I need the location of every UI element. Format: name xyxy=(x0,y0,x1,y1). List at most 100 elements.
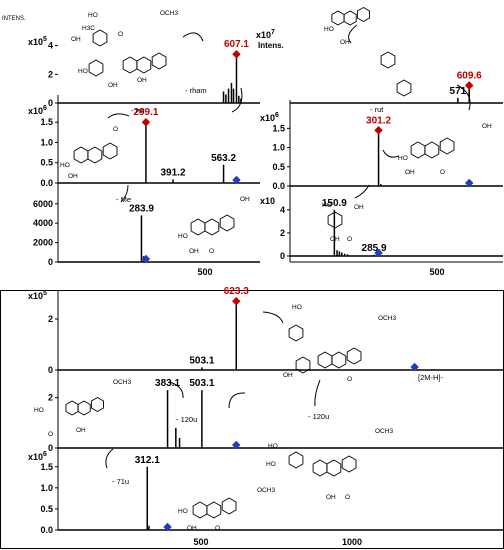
ms_B2-y-tick-label: 1.0 xyxy=(272,143,285,153)
ms_A2-y-tick-label: 0.5 xyxy=(40,158,53,168)
structure-a3-label-0: HO xyxy=(178,233,188,240)
ms_A3-y-tick-label: 6000 xyxy=(33,199,53,209)
ms_B2-peak-label-301.2: 301.2 xyxy=(366,115,391,126)
structure-a3-label-3: O xyxy=(209,248,214,255)
arrow-13 xyxy=(105,448,114,469)
structure-a3-label-1: OH xyxy=(189,248,199,255)
ms_A2-annotation-0: - rut xyxy=(131,106,145,115)
structure-c2-label-2: OCH3 xyxy=(113,379,131,386)
structure-c1-sugar-1 xyxy=(288,324,304,342)
arrow-5 xyxy=(348,24,358,44)
structure-a2-ring-a xyxy=(73,146,89,164)
arrow-3 xyxy=(107,113,130,119)
ms_A2-y-tick-label: 1.5 xyxy=(40,117,53,127)
structure-a1-label-6: OH xyxy=(108,82,118,89)
ms_A1-exponent-label: x105 xyxy=(28,36,47,47)
ms_C3-exponent-label: x106 xyxy=(28,451,47,462)
structure-c3 xyxy=(312,455,357,477)
structure-a3-label-2: OH xyxy=(240,196,250,203)
structure-a3-ring-b xyxy=(219,214,235,232)
structure-a1 xyxy=(122,52,167,74)
structure-b2-label-0: HO xyxy=(398,155,408,162)
structure-c1-sugar-2 xyxy=(295,356,311,374)
structure-a1-label-3: OCH3 xyxy=(160,10,178,17)
structure-c1-label-3: O xyxy=(347,376,352,383)
ms_C3-y-tick-label: 0.5 xyxy=(40,504,53,514)
structure-a3-ring-c xyxy=(204,218,220,236)
structure-c3-sugar-1 xyxy=(288,451,304,469)
ms_B2-y-tick-label: 1.5 xyxy=(272,123,285,133)
structure-c4-ring-a xyxy=(192,501,208,519)
structure-c4-ring-b xyxy=(221,497,237,515)
arrow-2 xyxy=(231,87,243,113)
structure-b2-ring-c xyxy=(424,141,440,159)
ms_A2-y-tick-label: 0.0 xyxy=(40,178,53,188)
ms_A1-precursor-marker-red xyxy=(232,49,241,59)
ms_B3-y-tick-label: 4 xyxy=(280,205,285,215)
chemical-structures: HOH3COHOCH3OHOOHOHHOOHOHOOHOHOHOOHHOOHOH… xyxy=(34,6,492,532)
structure-b1-ring-a xyxy=(331,10,345,26)
bottom-panel-frame xyxy=(0,290,504,549)
ms_B3-peak-label-150.9: 150.9 xyxy=(322,198,347,209)
structure-a1-ring-c xyxy=(136,56,152,74)
structure-c2 xyxy=(65,396,104,416)
arrow-6 xyxy=(456,84,471,111)
arrow-11 xyxy=(169,381,184,399)
ms_C2-peak-label-503.1: 503.1 xyxy=(189,378,214,389)
structure-a1-label-5: HO xyxy=(78,68,88,75)
structure-c2-ring-b xyxy=(90,396,104,413)
ms_C3-y-tick-label: 1.0 xyxy=(40,483,53,493)
structure-a2-label-1: OH xyxy=(68,173,78,180)
ms_B1-peak-label-571: 571 xyxy=(450,86,467,97)
structure-c3-label-3: OH xyxy=(326,494,336,501)
ms_A1-y-tick-label: 2 xyxy=(48,69,53,79)
ms_A3-y-tick-label: 2000 xyxy=(33,238,53,248)
structure-b1-label-0: HO xyxy=(324,26,334,33)
ms_B3-precursor-marker-blue xyxy=(374,248,383,258)
ms_C2-annotation-0: - 120u xyxy=(176,415,197,424)
structure-b1 xyxy=(331,6,370,26)
x-tick-bottom-1000: 1000 xyxy=(342,537,362,547)
structure-c1-label-2: OCH3 xyxy=(378,315,396,322)
ms_B3-exponent-label: x10 xyxy=(260,196,275,206)
ms_B2-annotation-0: - rut xyxy=(370,105,384,114)
ms_A2-precursor-marker-blue xyxy=(232,175,241,185)
ms_C2-y-tick-label: 2 xyxy=(48,393,53,403)
structure-b2 xyxy=(410,137,455,159)
ms_C2-peak-label-383.1: 383.1 xyxy=(155,378,180,389)
ms_A1-y-tick-label: 0 xyxy=(48,98,53,108)
ms_A1-y-tick-label: 4 xyxy=(48,41,53,51)
ms_C1-peak-label-503.1: 503.1 xyxy=(189,355,214,366)
structure-c2-label-1: OH xyxy=(76,427,86,434)
ms_A3-peak-label-283.9: 283.9 xyxy=(129,203,154,214)
structure-c1 xyxy=(317,347,362,369)
ms_C1-peak-label-623.3: 623.3 xyxy=(224,286,249,297)
structure-b1-label-1: OH xyxy=(340,39,350,46)
ms_B2-y-tick-label: 0.5 xyxy=(272,162,285,172)
ms_B1-precursor-marker-red xyxy=(464,81,474,90)
ms_B3-y-tick-label: 0 xyxy=(280,251,285,261)
structure-c4-label-3: O xyxy=(215,525,220,532)
ms_C3-peak-label-312.1: 312.1 xyxy=(135,455,160,466)
fragmentation-arrows xyxy=(105,24,471,469)
structure-b1-ring-b xyxy=(356,6,370,23)
structure-c3-ring-b xyxy=(341,455,357,473)
ms_A2-y-tick-label: 1.0 xyxy=(40,137,53,147)
structure-a2-ring-b xyxy=(102,142,118,160)
structure-a1-label-4: O xyxy=(118,31,123,38)
structure-c3-ring-a xyxy=(312,459,328,477)
structure-b2-label-1: OH xyxy=(405,169,415,176)
structure-a1-label-7: OH xyxy=(137,77,147,84)
structure-a1-label-2: OH xyxy=(71,36,81,43)
structure-a3 xyxy=(190,214,235,236)
structure-c1-label-0: HO xyxy=(292,304,302,311)
structure-c4-ring-c xyxy=(206,501,222,519)
structure-a3-ring-a xyxy=(190,218,206,236)
ms_C1-precursor-marker-red xyxy=(232,296,241,306)
structure-c3-ring-c xyxy=(326,459,342,477)
